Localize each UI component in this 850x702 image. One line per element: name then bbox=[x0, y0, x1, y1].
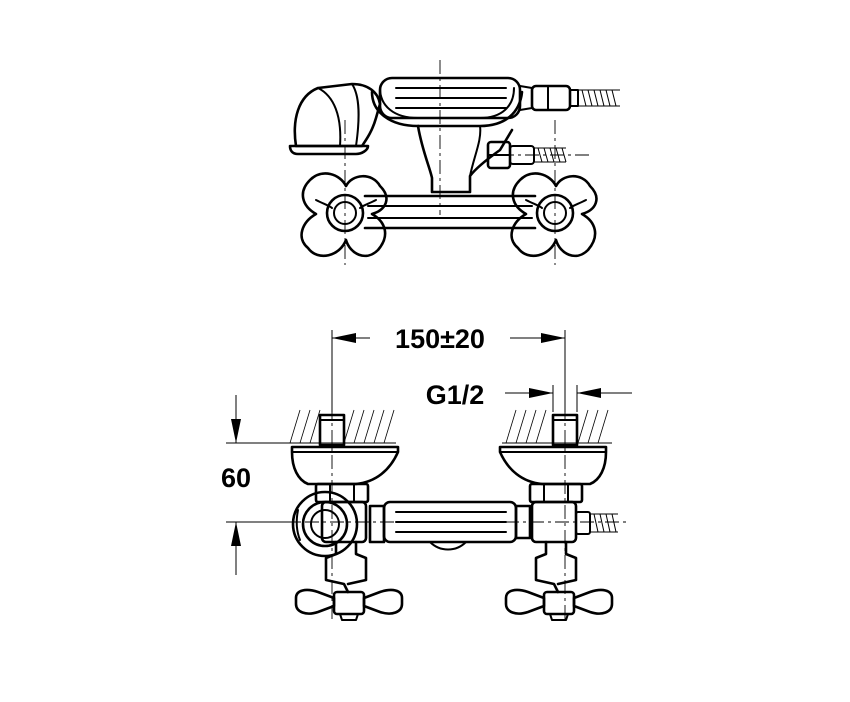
shower-handle-front bbox=[368, 500, 532, 551]
dimension-thread: G1/2 bbox=[426, 380, 632, 412]
spacing-dimension-label: 150±20 bbox=[395, 324, 485, 354]
depth-dimension-label: 60 bbox=[221, 463, 251, 493]
left-handle-top bbox=[300, 172, 388, 258]
shower-handle-top bbox=[378, 76, 533, 120]
dimension-depth: 60 bbox=[221, 395, 300, 575]
wall-hatch-right bbox=[502, 409, 612, 444]
hose-top bbox=[530, 84, 620, 112]
wall-hatch-left bbox=[286, 409, 396, 444]
front-view bbox=[280, 405, 630, 621]
right-handle-top bbox=[510, 172, 598, 258]
dimension-spacing: 150±20 bbox=[331, 324, 566, 412]
right-lever-front bbox=[504, 588, 614, 621]
thread-dimension-label: G1/2 bbox=[426, 380, 485, 410]
hose-front bbox=[590, 513, 618, 533]
holder-ring-front bbox=[291, 490, 359, 558]
outlet-top bbox=[486, 140, 567, 170]
top-view bbox=[288, 60, 620, 265]
left-lever-front bbox=[294, 588, 404, 621]
shower-head-top bbox=[288, 82, 382, 156]
